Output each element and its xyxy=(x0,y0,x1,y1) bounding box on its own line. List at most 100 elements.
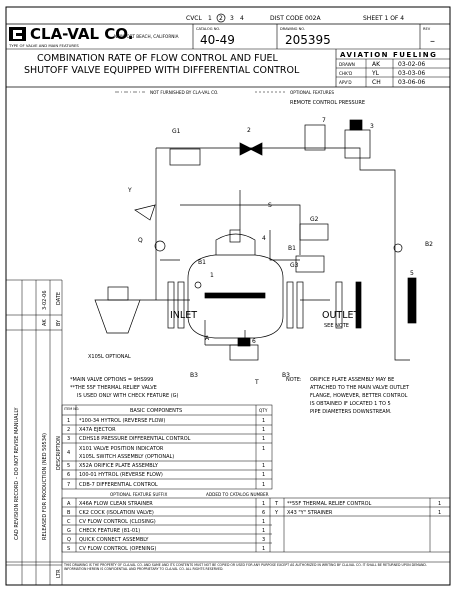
svg-text:1: 1 xyxy=(262,472,265,478)
label-g2: G2 xyxy=(310,216,319,223)
svg-text:**55F THERMAL RELIEF CONTROL: **55F THERMAL RELIEF CONTROL xyxy=(287,501,372,507)
svg-text:S: S xyxy=(67,546,70,552)
svg-text:1: 1 xyxy=(438,501,441,507)
components-table xyxy=(61,404,273,490)
catalog-label: CATALOG NO. xyxy=(196,27,220,31)
legend-optional: OPTIONAL FEATURES xyxy=(290,90,334,95)
cvcl-num-1: 1 xyxy=(208,15,212,22)
label-remote-control-pressure: REMOTE CONTROL PRESSURE xyxy=(290,100,365,106)
svg-text:CH: CH xyxy=(372,79,381,86)
label-a: A xyxy=(205,335,210,342)
svg-text:1: 1 xyxy=(67,418,70,424)
note-55f-line-1: **THE 55F THERMAL RELIEF VALVE xyxy=(70,385,157,391)
svg-text:2: 2 xyxy=(67,427,70,433)
svg-text:Y: Y xyxy=(274,510,279,516)
svg-text:YL: YL xyxy=(371,70,380,77)
revision-block: CAD REVISION RECORD – DO NOT REVISE MANU… xyxy=(6,279,63,585)
revision-title: CAD REVISION RECORD – DO NOT REVISE MANU… xyxy=(14,407,20,540)
label-b1-mid: B1 xyxy=(288,245,296,252)
svg-text:5: 5 xyxy=(67,463,70,469)
label-inlet: INLET xyxy=(170,310,197,321)
label-see-note: SEE NOTE xyxy=(324,323,349,329)
svg-text:1: 1 xyxy=(262,546,265,552)
cvcl-label: CVCL xyxy=(186,15,202,22)
svg-text:1: 1 xyxy=(262,482,265,488)
svg-text:CV FLOW CONTROL (CLOSING): CV FLOW CONTROL (CLOSING) xyxy=(79,519,156,525)
svg-text:1: 1 xyxy=(262,501,265,507)
svg-text:1: 1 xyxy=(262,528,265,534)
svg-text:CK2 COCK (ISOLATION VALVE): CK2 COCK (ISOLATION VALVE) xyxy=(79,510,154,516)
label-y: Y xyxy=(127,187,132,194)
svg-text:QTY: QTY xyxy=(259,408,268,413)
note-label: NOTE: xyxy=(286,377,302,383)
label-g1: G1 xyxy=(172,128,181,135)
label-b1-left: B1 xyxy=(198,259,206,266)
revision-header-description: DESCRIPTION xyxy=(56,436,62,470)
revision-header-ltr: LTR xyxy=(56,569,62,578)
svg-text:CHK'D: CHK'D xyxy=(339,71,352,76)
type-caption: TYPE OF VALVE AND MAIN FEATURES xyxy=(8,43,79,48)
revision-desc: RELEASED FOR PRODUCTION (NED 50534) xyxy=(42,433,48,540)
svg-text:BASIC COMPONENTS: BASIC COMPONENTS xyxy=(130,408,182,414)
svg-text:APV'D: APV'D xyxy=(339,80,352,85)
catalog-number: 40-49 xyxy=(200,33,235,47)
schematic-diagram xyxy=(94,119,417,361)
svg-text:G: G xyxy=(67,528,71,534)
svg-text:DRAWN: DRAWN xyxy=(339,62,355,67)
label-x105l: X105L OPTIONAL xyxy=(88,354,131,360)
note-line-2: ATTACHED TO THE MAIN VALVE OUTLET xyxy=(310,385,410,391)
label-g3: G3 xyxy=(290,262,299,269)
title-line-1: COMBINATION RATE OF FLOW CONTROL AND FUE… xyxy=(37,53,279,64)
revision-header-date: DATE xyxy=(56,292,62,305)
cvcl-circle xyxy=(216,13,226,23)
svg-text:CDB-7 DIFFERENTIAL CONTROL: CDB-7 DIFFERENTIAL CONTROL xyxy=(79,482,158,488)
svg-text:QUICK CONNECT ASSEMBLY: QUICK CONNECT ASSEMBLY xyxy=(79,537,149,543)
cvcl-num-4: 4 xyxy=(240,15,244,22)
company-name: CLA-VAL CO. xyxy=(30,25,133,43)
note-line-1: ORIFICE PLATE ASSEMBLY MAY BE xyxy=(310,377,394,383)
drawing-label: DRAWING NO. xyxy=(280,27,305,31)
svg-text:X43 "Y" STRAINER: X43 "Y" STRAINER xyxy=(287,510,333,516)
svg-text:T: T xyxy=(274,501,279,507)
svg-text:100-01 HYTROL (REVERSE FLOW): 100-01 HYTROL (REVERSE FLOW) xyxy=(79,472,163,478)
cvcl-num-3: 3 xyxy=(230,15,234,22)
svg-text:B: B xyxy=(67,510,71,516)
note-line-5: PIPE DIAMETERS DOWNSTREAM. xyxy=(310,409,392,415)
svg-text:C: C xyxy=(67,519,71,525)
company-location: NEWPORT BEACH, CALIFORNIA xyxy=(114,34,179,39)
label-t: T xyxy=(254,379,259,386)
svg-text:A: A xyxy=(67,501,71,507)
svg-text:1: 1 xyxy=(262,519,265,525)
svg-text:AK: AK xyxy=(372,61,381,68)
svg-text:X101 VALVE POSITION INDICATOR: X101 VALVE POSITION INDICATOR xyxy=(79,446,164,452)
label-1: 1 xyxy=(210,272,214,279)
legend-not-furnished: NOT FURNISHED BY CLA-VAL CO. xyxy=(150,90,219,95)
svg-text:3: 3 xyxy=(67,436,70,442)
svg-text:CDHS18 PRESSURE DIFFERENTIAL C: CDHS18 PRESSURE DIFFERENTIAL CONTROL xyxy=(79,436,191,442)
diagram-labels: REMOTE CONTROL PRESSURE G1 2 7 3 Y S Q G… xyxy=(88,100,433,386)
svg-text:*100-34 HYTROL (REVERSE FLOW): *100-34 HYTROL (REVERSE FLOW) xyxy=(79,418,165,424)
note-line-4: IS OBTAINED IF LOCATED 1 TO 5 xyxy=(310,401,391,407)
components-table-text: ITEM NO. BASIC COMPONENTS QTY 1 *100-34 … xyxy=(64,407,268,488)
aviation-fueling: AVIATION FUELING xyxy=(340,51,437,59)
svg-text:X47A EJECTOR: X47A EJECTOR xyxy=(79,427,116,433)
sheet-border xyxy=(5,6,451,586)
label-4: 4 xyxy=(262,235,266,242)
revision-by: AK xyxy=(42,319,48,326)
label-outlet: OUTLET xyxy=(322,310,360,321)
svg-text:ITEM NO.: ITEM NO. xyxy=(64,407,79,411)
svg-text:7: 7 xyxy=(67,482,70,488)
label-q: Q xyxy=(138,237,143,244)
svg-text:Q: Q xyxy=(67,537,71,543)
svg-text:1: 1 xyxy=(438,510,441,516)
revision-header-by: BY xyxy=(56,319,62,326)
cvcl-num-2: 2 xyxy=(219,15,223,22)
label-3: 3 xyxy=(370,123,374,130)
svg-text:03-06-06: 03-06-06 xyxy=(398,79,425,86)
svg-text:03-02-06: 03-02-06 xyxy=(398,61,425,68)
svg-text:03-03-06: 03-03-06 xyxy=(398,70,425,77)
optional-features-text: A X46A FLOW CLEAN STRAINER 1 B CK2 COCK … xyxy=(67,501,441,552)
sheet-number: SHEET 1 OF 4 xyxy=(363,15,404,22)
label-7: 7 xyxy=(322,117,326,124)
